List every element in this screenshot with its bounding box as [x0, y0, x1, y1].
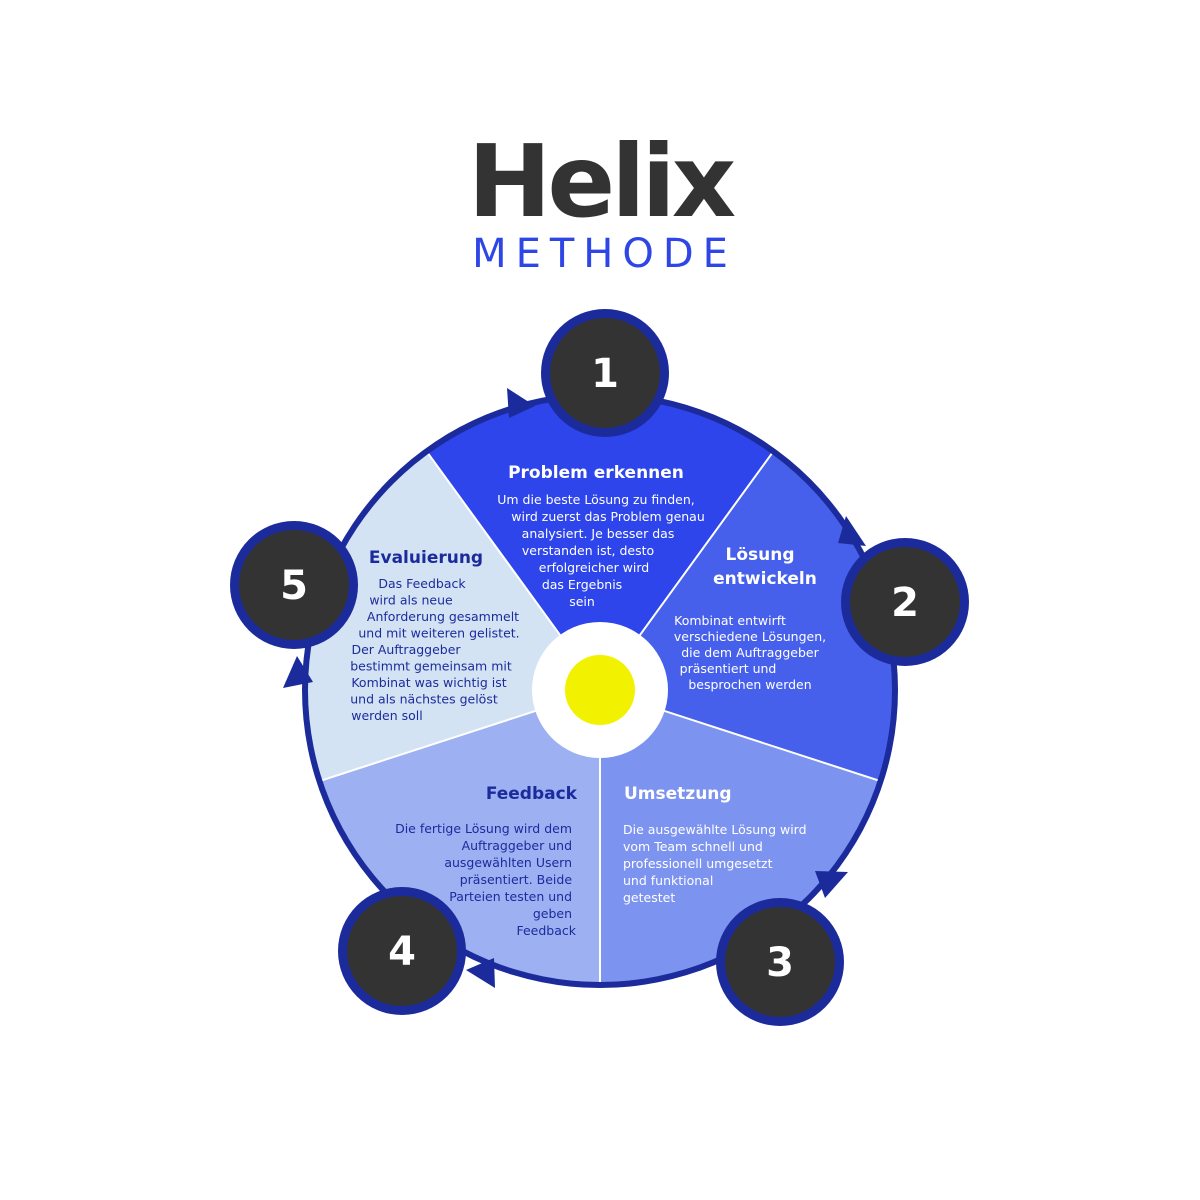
- segment-evaluierung[interactable]: [296, 444, 600, 784]
- segment-feedback[interactable]: [310, 690, 600, 994]
- segment-umsetzung[interactable]: [600, 690, 890, 994]
- step-4-description: Die fertige Lösung wird dem Auftraggeber…: [395, 821, 577, 938]
- arrow-icon: [466, 958, 495, 988]
- step-number: 2: [891, 580, 919, 626]
- step-2-description: Kombinat entwirft verschiedene Lösungen,…: [674, 613, 830, 692]
- arrow-icon: [507, 388, 535, 418]
- step-badge-1[interactable]: 1: [541, 309, 669, 437]
- arrow-icon: [283, 656, 313, 688]
- step-4-title: Feedback: [486, 784, 578, 804]
- step-badge-3[interactable]: 3: [716, 898, 844, 1026]
- step-badge-2[interactable]: 2: [841, 538, 969, 666]
- step-2-title: Lösung entwickeln: [713, 545, 817, 589]
- step-badge-4[interactable]: 4: [338, 887, 466, 1015]
- step-1-title: Problem erkennen: [508, 463, 684, 483]
- page-subtitle: METHODE: [472, 231, 737, 277]
- page-title: Helix: [467, 123, 737, 240]
- step-5-title: Evaluierung: [369, 548, 483, 568]
- step-number: 3: [766, 940, 794, 986]
- step-number: 4: [388, 929, 416, 975]
- step-3-title: Umsetzung: [624, 784, 732, 804]
- step-number: 1: [591, 351, 619, 397]
- arrow-icon: [838, 516, 866, 546]
- segment-problem-erkennen[interactable]: [421, 386, 779, 690]
- center-yellow-dot: [565, 655, 635, 725]
- segment-loesung-entwickeln[interactable]: [600, 444, 904, 784]
- step-5-description: Das Feedback wird als neue Anforderung g…: [350, 576, 523, 723]
- arrow-icon: [815, 871, 848, 898]
- step-number: 5: [280, 563, 308, 609]
- step-1-description: Um die beste Lösung zu finden, wird zuer…: [497, 492, 709, 609]
- step-3-description: Die ausgewählte Lösung wird vom Team sch…: [623, 822, 811, 905]
- step-badge-5[interactable]: 5: [230, 521, 358, 649]
